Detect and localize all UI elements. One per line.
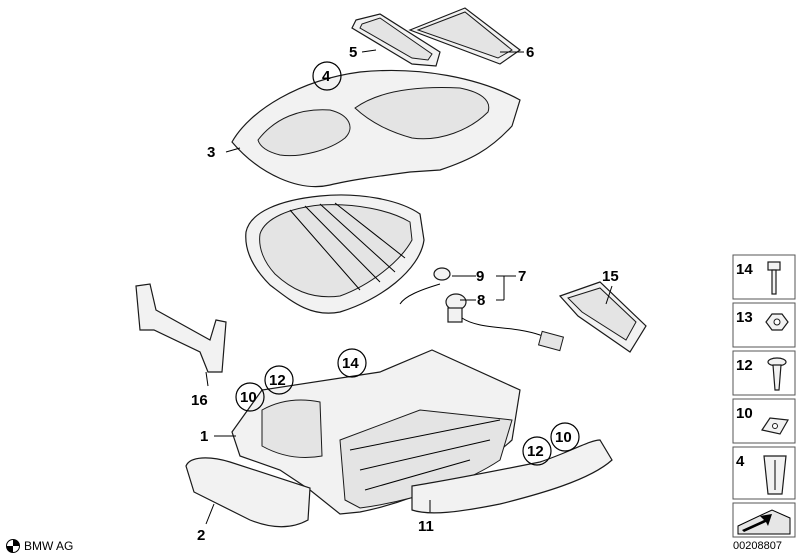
expanding-clip-icon bbox=[763, 455, 787, 495]
callout-1: 1 bbox=[200, 428, 208, 445]
nut-icon bbox=[765, 313, 789, 331]
part-16-bracket bbox=[135, 283, 227, 373]
tapping-screw-icon bbox=[767, 357, 787, 391]
sidebar-box-12 bbox=[732, 350, 796, 396]
callout-14: 14 bbox=[342, 355, 359, 372]
callout-labels: 3 5 6 4 9 7 8 15 14 10 12 16 1 2 12 10 1… bbox=[191, 44, 619, 544]
callout-16: 16 bbox=[191, 392, 208, 409]
clip-nut-icon bbox=[761, 417, 789, 435]
callout-9: 9 bbox=[476, 268, 484, 285]
callout-3: 3 bbox=[207, 144, 215, 161]
callout-12b: 12 bbox=[527, 443, 544, 460]
callout-circle-10a bbox=[235, 382, 265, 412]
callout-15: 15 bbox=[602, 268, 619, 285]
part-7-socket-harness bbox=[399, 267, 565, 352]
sidebar-label-13: 13 bbox=[736, 309, 753, 326]
part-6-large-mat bbox=[408, 7, 522, 65]
leader-lines bbox=[205, 49, 613, 525]
callout-circles bbox=[235, 61, 580, 466]
callout-5: 5 bbox=[349, 44, 357, 61]
brand-text: BMW AG bbox=[24, 539, 74, 553]
sidebar-label-4: 4 bbox=[736, 453, 745, 470]
sidebar-box-14 bbox=[732, 254, 796, 300]
part-11-side-trim bbox=[411, 439, 613, 514]
callout-4: 4 bbox=[322, 68, 331, 85]
sidebar-label-10: 10 bbox=[736, 405, 753, 422]
callout-10b: 10 bbox=[555, 429, 572, 446]
part-15-storage-tray bbox=[558, 281, 647, 353]
callout-circle-12b bbox=[522, 436, 552, 466]
part-1-console-base bbox=[231, 349, 521, 515]
callout-12a: 12 bbox=[269, 372, 286, 389]
callout-6: 6 bbox=[526, 44, 534, 61]
callout-7: 7 bbox=[518, 268, 526, 285]
callout-2: 2 bbox=[197, 527, 205, 544]
callout-circle-12a bbox=[264, 365, 294, 395]
document-number: 00208807 bbox=[733, 540, 782, 552]
orientation-arrow-icon bbox=[737, 509, 791, 535]
part-2-front-panel bbox=[185, 457, 311, 528]
bmw-logo-icon bbox=[6, 539, 20, 553]
sidebar-label-12: 12 bbox=[736, 357, 753, 374]
part-5-small-mat bbox=[351, 13, 441, 67]
callout-circle-10b bbox=[550, 422, 580, 452]
callout-circle-4 bbox=[312, 61, 342, 91]
fastener-sidebar: 14 13 12 10 4 bbox=[732, 254, 796, 538]
callout-11: 11 bbox=[418, 518, 434, 535]
brand-footer: BMW AG bbox=[6, 539, 73, 553]
callout-circle-14 bbox=[337, 348, 367, 378]
screw-icon bbox=[767, 261, 781, 295]
callout-8: 8 bbox=[477, 292, 485, 309]
callout-10a: 10 bbox=[240, 389, 257, 406]
sidebar-label-14: 14 bbox=[736, 261, 753, 278]
part-4-armrest-core bbox=[245, 194, 425, 314]
part-3-cover bbox=[231, 69, 521, 188]
